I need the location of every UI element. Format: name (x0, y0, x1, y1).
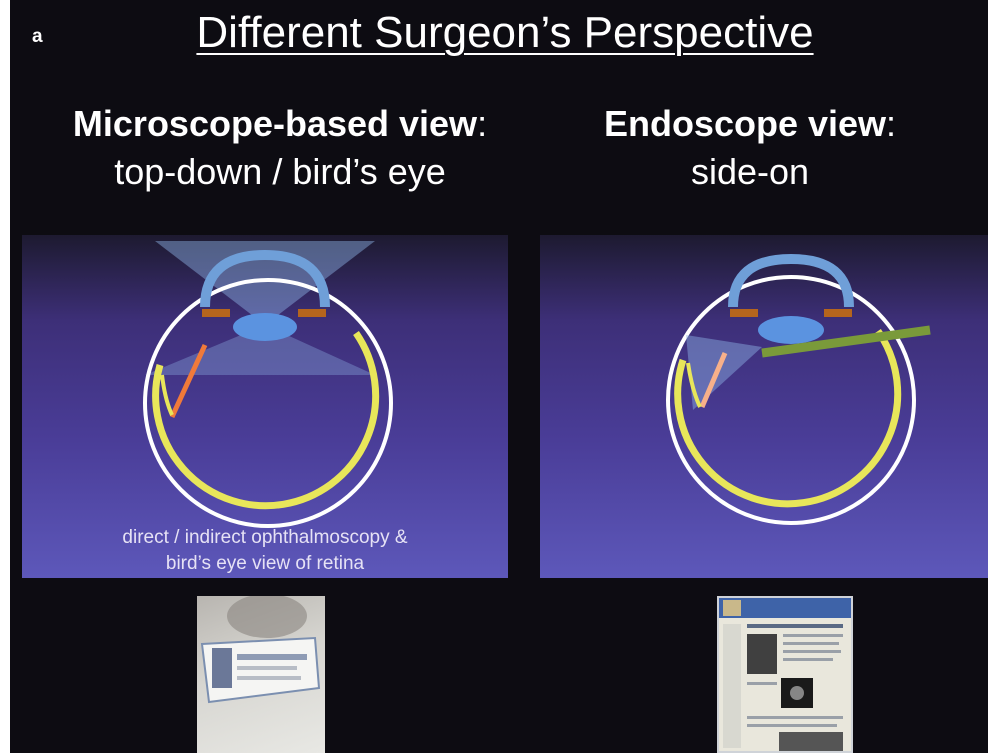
microscope-photo-icon (197, 596, 325, 753)
right-column-heading: Endoscope view: side-on (540, 100, 960, 196)
retinal-flap (162, 375, 172, 415)
right-subheading: side-on (540, 148, 960, 196)
iris-left (202, 309, 230, 317)
left-subheading: top-down / bird’s eye (30, 148, 530, 196)
left-column-heading: Microscope-based view: top-down / bird’s… (30, 100, 530, 196)
eye-diagram-endoscope-icon (540, 235, 988, 578)
left-caption: direct / indirect ophthalmoscopy & bird’… (22, 525, 508, 577)
microscope-eye-panel: direct / indirect ophthalmoscopy & bird’… (22, 235, 508, 578)
lens (758, 316, 824, 344)
iris-right (824, 309, 852, 317)
left-caption-line1: direct / indirect ophthalmoscopy & (22, 525, 508, 551)
right-heading-bold: Endoscope view (604, 103, 886, 144)
right-heading-colon: : (886, 103, 896, 144)
iris-right (298, 309, 326, 317)
left-heading-colon: : (477, 103, 487, 144)
lens (233, 313, 297, 341)
slide-title: Different Surgeon’s Perspective (10, 8, 988, 58)
endoscope-photo-icon (717, 596, 853, 753)
endoscope-eye-panel (540, 235, 988, 578)
iris-left (730, 309, 758, 317)
instrument (172, 345, 205, 417)
left-caption-line2: bird’s eye view of retina (22, 551, 508, 577)
slide: a Different Surgeon’s Perspective Micros… (10, 0, 988, 753)
left-heading-bold: Microscope-based view (73, 103, 477, 144)
